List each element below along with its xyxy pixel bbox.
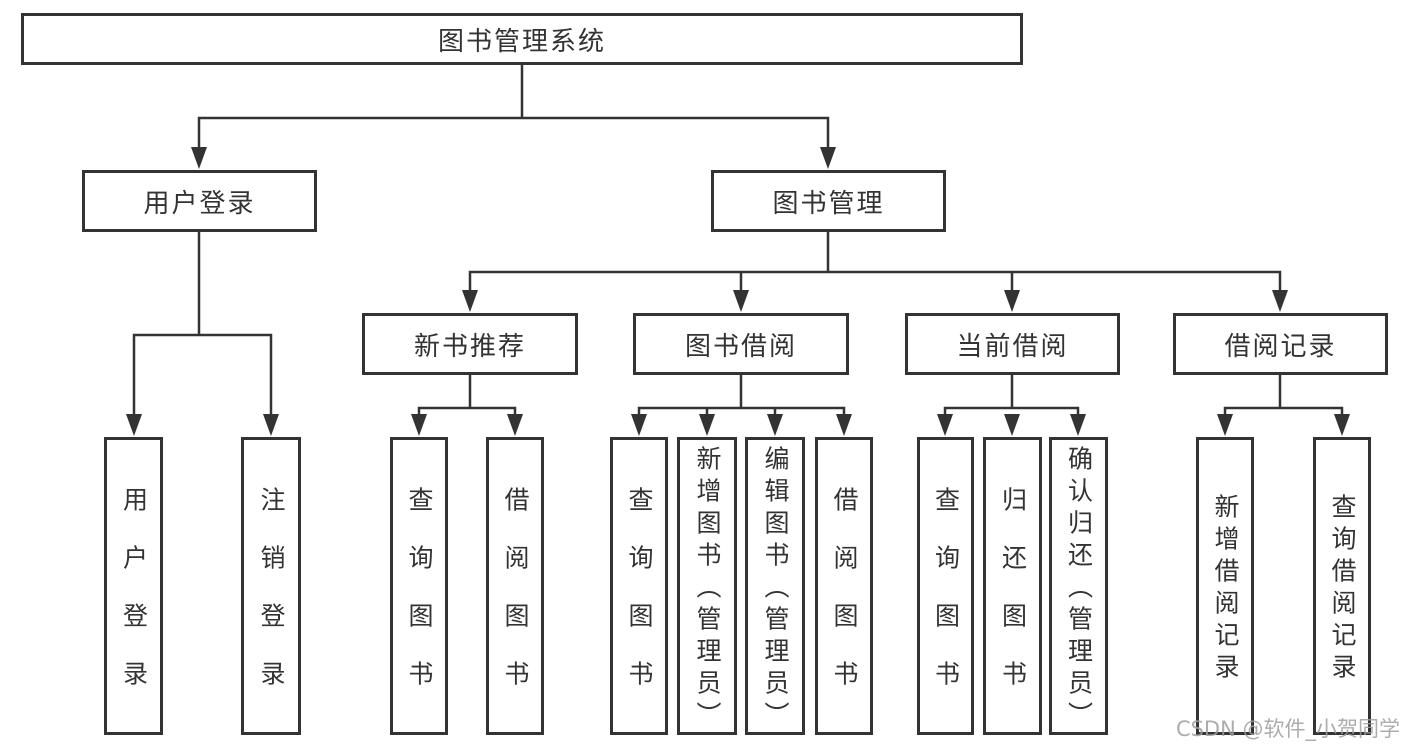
node-label: 借阅记录	[1224, 331, 1337, 362]
node-label: 用户登录	[143, 188, 256, 219]
leaf-label: 查询图书	[931, 486, 961, 719]
node-label: 新书推荐	[413, 331, 526, 362]
leaf-query-books-3: 查询图书	[917, 437, 974, 735]
leaf-user-login: 用户登录	[104, 437, 163, 735]
leaf-borrow-books-2: 借阅图书	[815, 437, 873, 735]
node-label: 图书管理	[772, 188, 885, 219]
arrowhead	[1334, 414, 1350, 436]
leaf-confirm-return-admin: 确认归还（管理员）	[1049, 437, 1108, 735]
leaf-add-books-admin: 新增图书（管理员）	[677, 437, 737, 735]
leaf-borrow-books-1: 借阅图书	[486, 437, 544, 735]
leaf-label: 归还图书	[998, 486, 1028, 719]
node-label: 图书管理系统	[437, 26, 606, 57]
leaf-label: 借阅图书	[830, 486, 859, 719]
arrowhead	[263, 414, 279, 436]
arrowhead	[1272, 290, 1288, 312]
leaf-label: 确认归还（管理员）	[1064, 445, 1094, 734]
leaf-return-books: 归还图书	[983, 437, 1042, 735]
arrowhead	[126, 414, 142, 436]
leaf-logout: 注销登录	[241, 437, 301, 735]
arrowhead	[699, 414, 715, 436]
watermark: CSDN @软件_小贺同学	[1175, 717, 1400, 741]
leaf-query-books-1: 查询图书	[390, 437, 448, 735]
arrowhead	[462, 290, 478, 312]
connector-path	[132, 64, 1344, 419]
node-label: 图书借阅	[684, 331, 797, 362]
arrowhead	[411, 414, 427, 436]
node-borrowing-records: 借阅记录	[1173, 313, 1388, 375]
leaf-label: 查询图书	[405, 486, 434, 719]
arrowhead	[767, 414, 783, 436]
leaf-query-books-2: 查询图书	[610, 437, 668, 735]
node-user-login: 用户登录	[82, 170, 317, 232]
node-book-borrowing: 图书借阅	[633, 313, 849, 375]
arrowhead	[191, 147, 207, 169]
node-new-book-recommend: 新书推荐	[362, 313, 578, 375]
leaf-label: 用户登录	[119, 486, 149, 719]
arrowhead	[1004, 414, 1020, 436]
leaf-label: 借阅图书	[501, 486, 530, 719]
arrowhead	[836, 414, 852, 436]
node-library-system: 图书管理系统	[21, 13, 1023, 65]
node-current-borrowing: 当前借阅	[905, 313, 1120, 375]
leaf-add-borrow-record: 新增借阅记录	[1196, 437, 1254, 735]
arrowhead	[631, 414, 647, 436]
node-book-management: 图书管理	[711, 170, 946, 232]
leaf-label: 新增图书（管理员）	[693, 445, 722, 734]
leaf-edit-books-admin: 编辑图书（管理员）	[745, 437, 805, 735]
leaf-label: 查询图书	[625, 486, 654, 719]
arrowhead	[1004, 290, 1020, 312]
leaf-label: 查询借阅记录	[1328, 493, 1357, 686]
arrowhead	[733, 290, 749, 312]
leaf-label: 注销登录	[257, 486, 286, 719]
leaf-label: 新增借阅记录	[1211, 493, 1240, 686]
arrowhead	[1217, 414, 1233, 436]
node-label: 当前借阅	[956, 331, 1069, 362]
arrowheads	[126, 147, 1350, 436]
leaf-label: 编辑图书（管理员）	[761, 445, 790, 734]
arrowhead	[1070, 414, 1086, 436]
leaf-query-borrow-record: 查询借阅记录	[1313, 437, 1371, 735]
arrowhead	[820, 147, 836, 169]
arrowhead	[937, 414, 953, 436]
arrowhead	[507, 414, 523, 436]
